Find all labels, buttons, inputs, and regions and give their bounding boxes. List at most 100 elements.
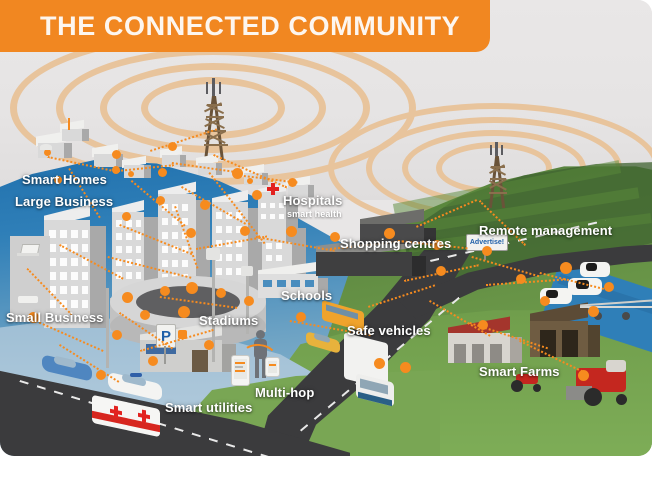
network-node[interactable] <box>148 356 158 366</box>
cell-tower-urban <box>196 78 232 160</box>
network-node[interactable] <box>122 212 131 221</box>
window <box>162 218 168 225</box>
pivot-wheel <box>622 312 630 320</box>
network-node[interactable] <box>158 168 167 177</box>
network-node[interactable] <box>112 166 120 174</box>
window <box>172 232 178 239</box>
network-node[interactable] <box>232 168 243 179</box>
tower-brace <box>204 144 228 146</box>
network-node[interactable] <box>516 274 526 284</box>
rooftop-antenna <box>68 118 70 130</box>
pedestrian-body <box>254 339 267 359</box>
window <box>116 220 122 227</box>
smartphone[interactable] <box>231 355 250 386</box>
street-lamp-head <box>241 266 253 276</box>
network-node[interactable] <box>286 226 297 237</box>
network-node[interactable] <box>436 266 446 276</box>
network-node[interactable] <box>252 190 262 200</box>
network-node[interactable] <box>96 370 106 380</box>
house-body <box>94 154 116 167</box>
network-node[interactable] <box>28 312 39 323</box>
network-node[interactable] <box>588 306 599 317</box>
network-node[interactable] <box>540 296 550 306</box>
network-node[interactable] <box>156 196 165 205</box>
mall-side <box>412 256 426 276</box>
window <box>162 246 168 253</box>
barn-door <box>472 344 484 363</box>
network-node[interactable] <box>216 288 226 298</box>
laptop <box>17 244 41 256</box>
tractor-body <box>516 374 538 384</box>
network-node[interactable] <box>478 320 488 330</box>
window <box>126 246 132 253</box>
network-node[interactable] <box>482 246 492 256</box>
window <box>172 204 178 211</box>
network-node[interactable] <box>560 262 572 274</box>
farm-shed <box>530 302 600 360</box>
network-node[interactable] <box>204 340 214 350</box>
shop-awning <box>146 344 176 354</box>
network-node[interactable] <box>296 312 306 322</box>
tower-antenna <box>501 145 503 155</box>
network-node[interactable] <box>168 142 177 151</box>
network-node[interactable] <box>288 178 297 187</box>
network-node[interactable] <box>374 358 385 369</box>
network-node[interactable] <box>400 362 411 373</box>
smartwatch[interactable] <box>265 357 280 377</box>
network-node[interactable] <box>54 176 62 184</box>
window <box>82 286 88 294</box>
network-node[interactable] <box>240 226 250 236</box>
tower-antenna <box>206 82 208 94</box>
window <box>236 226 242 233</box>
network-node[interactable] <box>178 330 187 339</box>
network-node[interactable] <box>140 310 150 320</box>
barn-side <box>510 337 522 363</box>
network-node[interactable] <box>244 296 254 306</box>
network-node[interactable] <box>432 240 442 250</box>
pivot-wheel <box>594 312 602 320</box>
house-body <box>288 185 308 197</box>
network-node[interactable] <box>122 292 133 303</box>
network-node <box>128 171 134 177</box>
network-node[interactable] <box>578 370 589 381</box>
window <box>216 226 222 233</box>
window <box>136 246 141 253</box>
billboard-text: Advertise! <box>469 239 505 246</box>
network-node[interactable] <box>112 150 121 159</box>
network-node[interactable] <box>200 200 210 210</box>
window <box>71 258 78 266</box>
title-banner: THE CONNECTED COMMUNITY <box>0 0 490 52</box>
network-node[interactable] <box>384 228 395 239</box>
network-node[interactable] <box>178 306 190 318</box>
shed-face <box>530 321 588 357</box>
window <box>276 243 282 249</box>
pedestrian-head <box>256 330 265 339</box>
school-building <box>258 261 328 300</box>
window <box>182 218 188 225</box>
house-body <box>198 163 216 175</box>
phone-screen-line <box>235 366 243 368</box>
window <box>136 259 141 266</box>
tractor <box>510 372 544 392</box>
network-node[interactable] <box>160 286 170 296</box>
network-node[interactable] <box>604 282 614 292</box>
window <box>236 212 242 219</box>
page-title: THE CONNECTED COMMUNITY <box>40 10 461 41</box>
network-node[interactable] <box>186 282 198 294</box>
combine-cab <box>606 360 626 372</box>
pedestrian-leg <box>255 358 259 378</box>
window <box>162 260 168 267</box>
window <box>60 258 67 266</box>
ambulance <box>92 394 168 440</box>
cell-tower-rural <box>482 142 512 208</box>
watch-screen <box>268 361 277 373</box>
window <box>182 204 188 211</box>
window <box>279 214 284 219</box>
label-stadiums: Stadiums <box>199 313 259 328</box>
window <box>216 212 222 219</box>
barn-door <box>454 344 466 363</box>
network-node[interactable] <box>112 330 122 340</box>
network-node[interactable] <box>186 228 196 238</box>
network-node[interactable] <box>330 232 340 242</box>
combine-wheel <box>616 394 627 405</box>
